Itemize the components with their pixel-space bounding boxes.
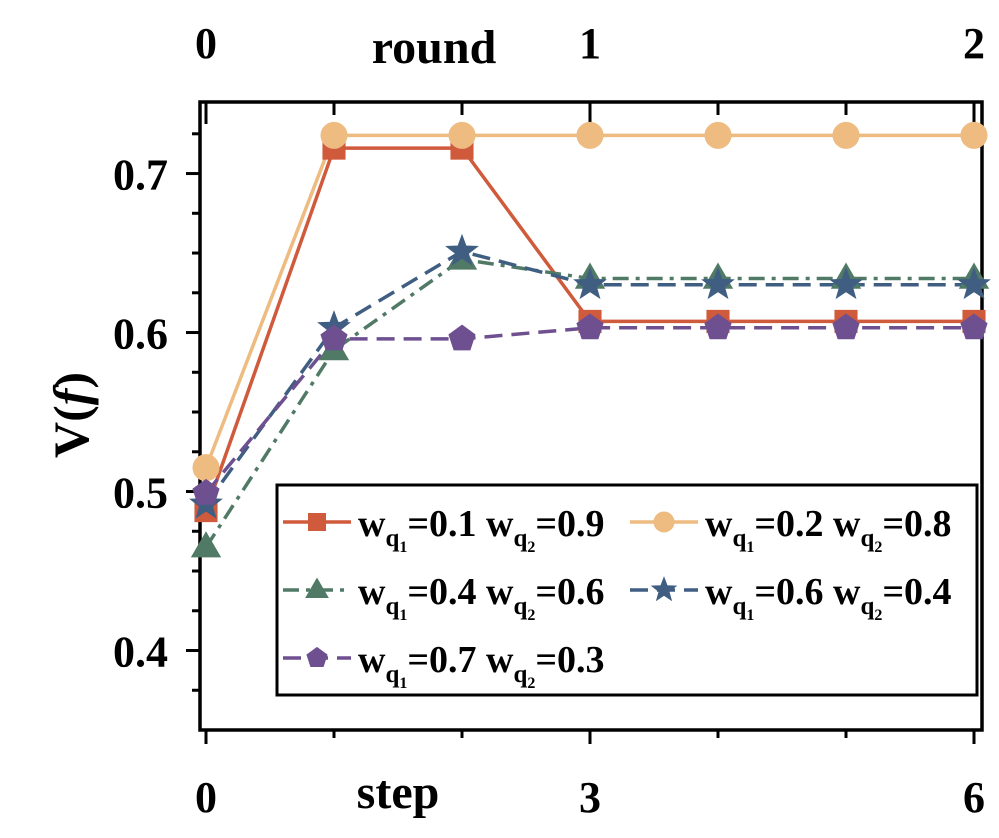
- series-point-marker: [957, 267, 991, 300]
- y-tick-label: 0.4: [113, 628, 168, 677]
- x-tick-label: 6: [963, 773, 985, 822]
- legend-marker: [650, 576, 678, 602]
- y-tick-label: 0.5: [113, 469, 168, 518]
- top-axis-label: round: [372, 21, 497, 74]
- series-point-marker: [704, 121, 732, 149]
- y-axis-label: V(f): [43, 372, 99, 458]
- series-point-marker: [829, 267, 863, 300]
- series-point-marker: [445, 233, 479, 266]
- legend-label: wq1=0.6 wq2=0.4: [705, 571, 952, 624]
- legend-marker: [305, 577, 329, 598]
- series-point-marker: [960, 121, 988, 149]
- series-point-marker: [832, 121, 860, 149]
- series-point-marker: [320, 324, 348, 351]
- x-tick-label: 0: [195, 773, 217, 822]
- series-point-marker: [320, 121, 348, 149]
- x-tick-label: 3: [579, 773, 601, 822]
- series-point-marker: [448, 324, 476, 351]
- legend-label: wq1=0.2 wq2=0.8: [705, 503, 952, 556]
- series-point-marker: [448, 121, 476, 149]
- series-point-marker: [576, 121, 604, 149]
- top-tick-label: 0: [195, 19, 217, 68]
- series-point-marker: [192, 454, 220, 482]
- series-point-marker: [576, 313, 604, 340]
- legend-label: wq1=0.4 wq2=0.6: [358, 571, 605, 624]
- y-tick-label: 0.7: [113, 151, 168, 200]
- legend-marker: [306, 646, 328, 667]
- series-point-marker: [701, 267, 735, 300]
- legend-marker: [308, 513, 326, 531]
- x-axis-label: step: [357, 766, 440, 819]
- series-point-marker: [832, 313, 860, 340]
- legend-marker: [653, 511, 675, 533]
- y-tick-label: 0.6: [113, 310, 168, 359]
- series-point-marker: [704, 313, 732, 340]
- series-point-marker: [960, 313, 988, 340]
- top-tick-label: 1: [579, 19, 601, 68]
- series-point-marker: [573, 267, 607, 300]
- legend-label: wq1=0.7 wq2=0.3: [358, 639, 605, 692]
- series-point-marker: [190, 531, 222, 558]
- legend-label: wq1=0.1 wq2=0.9: [358, 503, 605, 556]
- top-tick-label: 2: [963, 19, 985, 68]
- legend-box: [275, 483, 979, 697]
- series-point-marker: [192, 478, 220, 505]
- series-line: [204, 326, 974, 495]
